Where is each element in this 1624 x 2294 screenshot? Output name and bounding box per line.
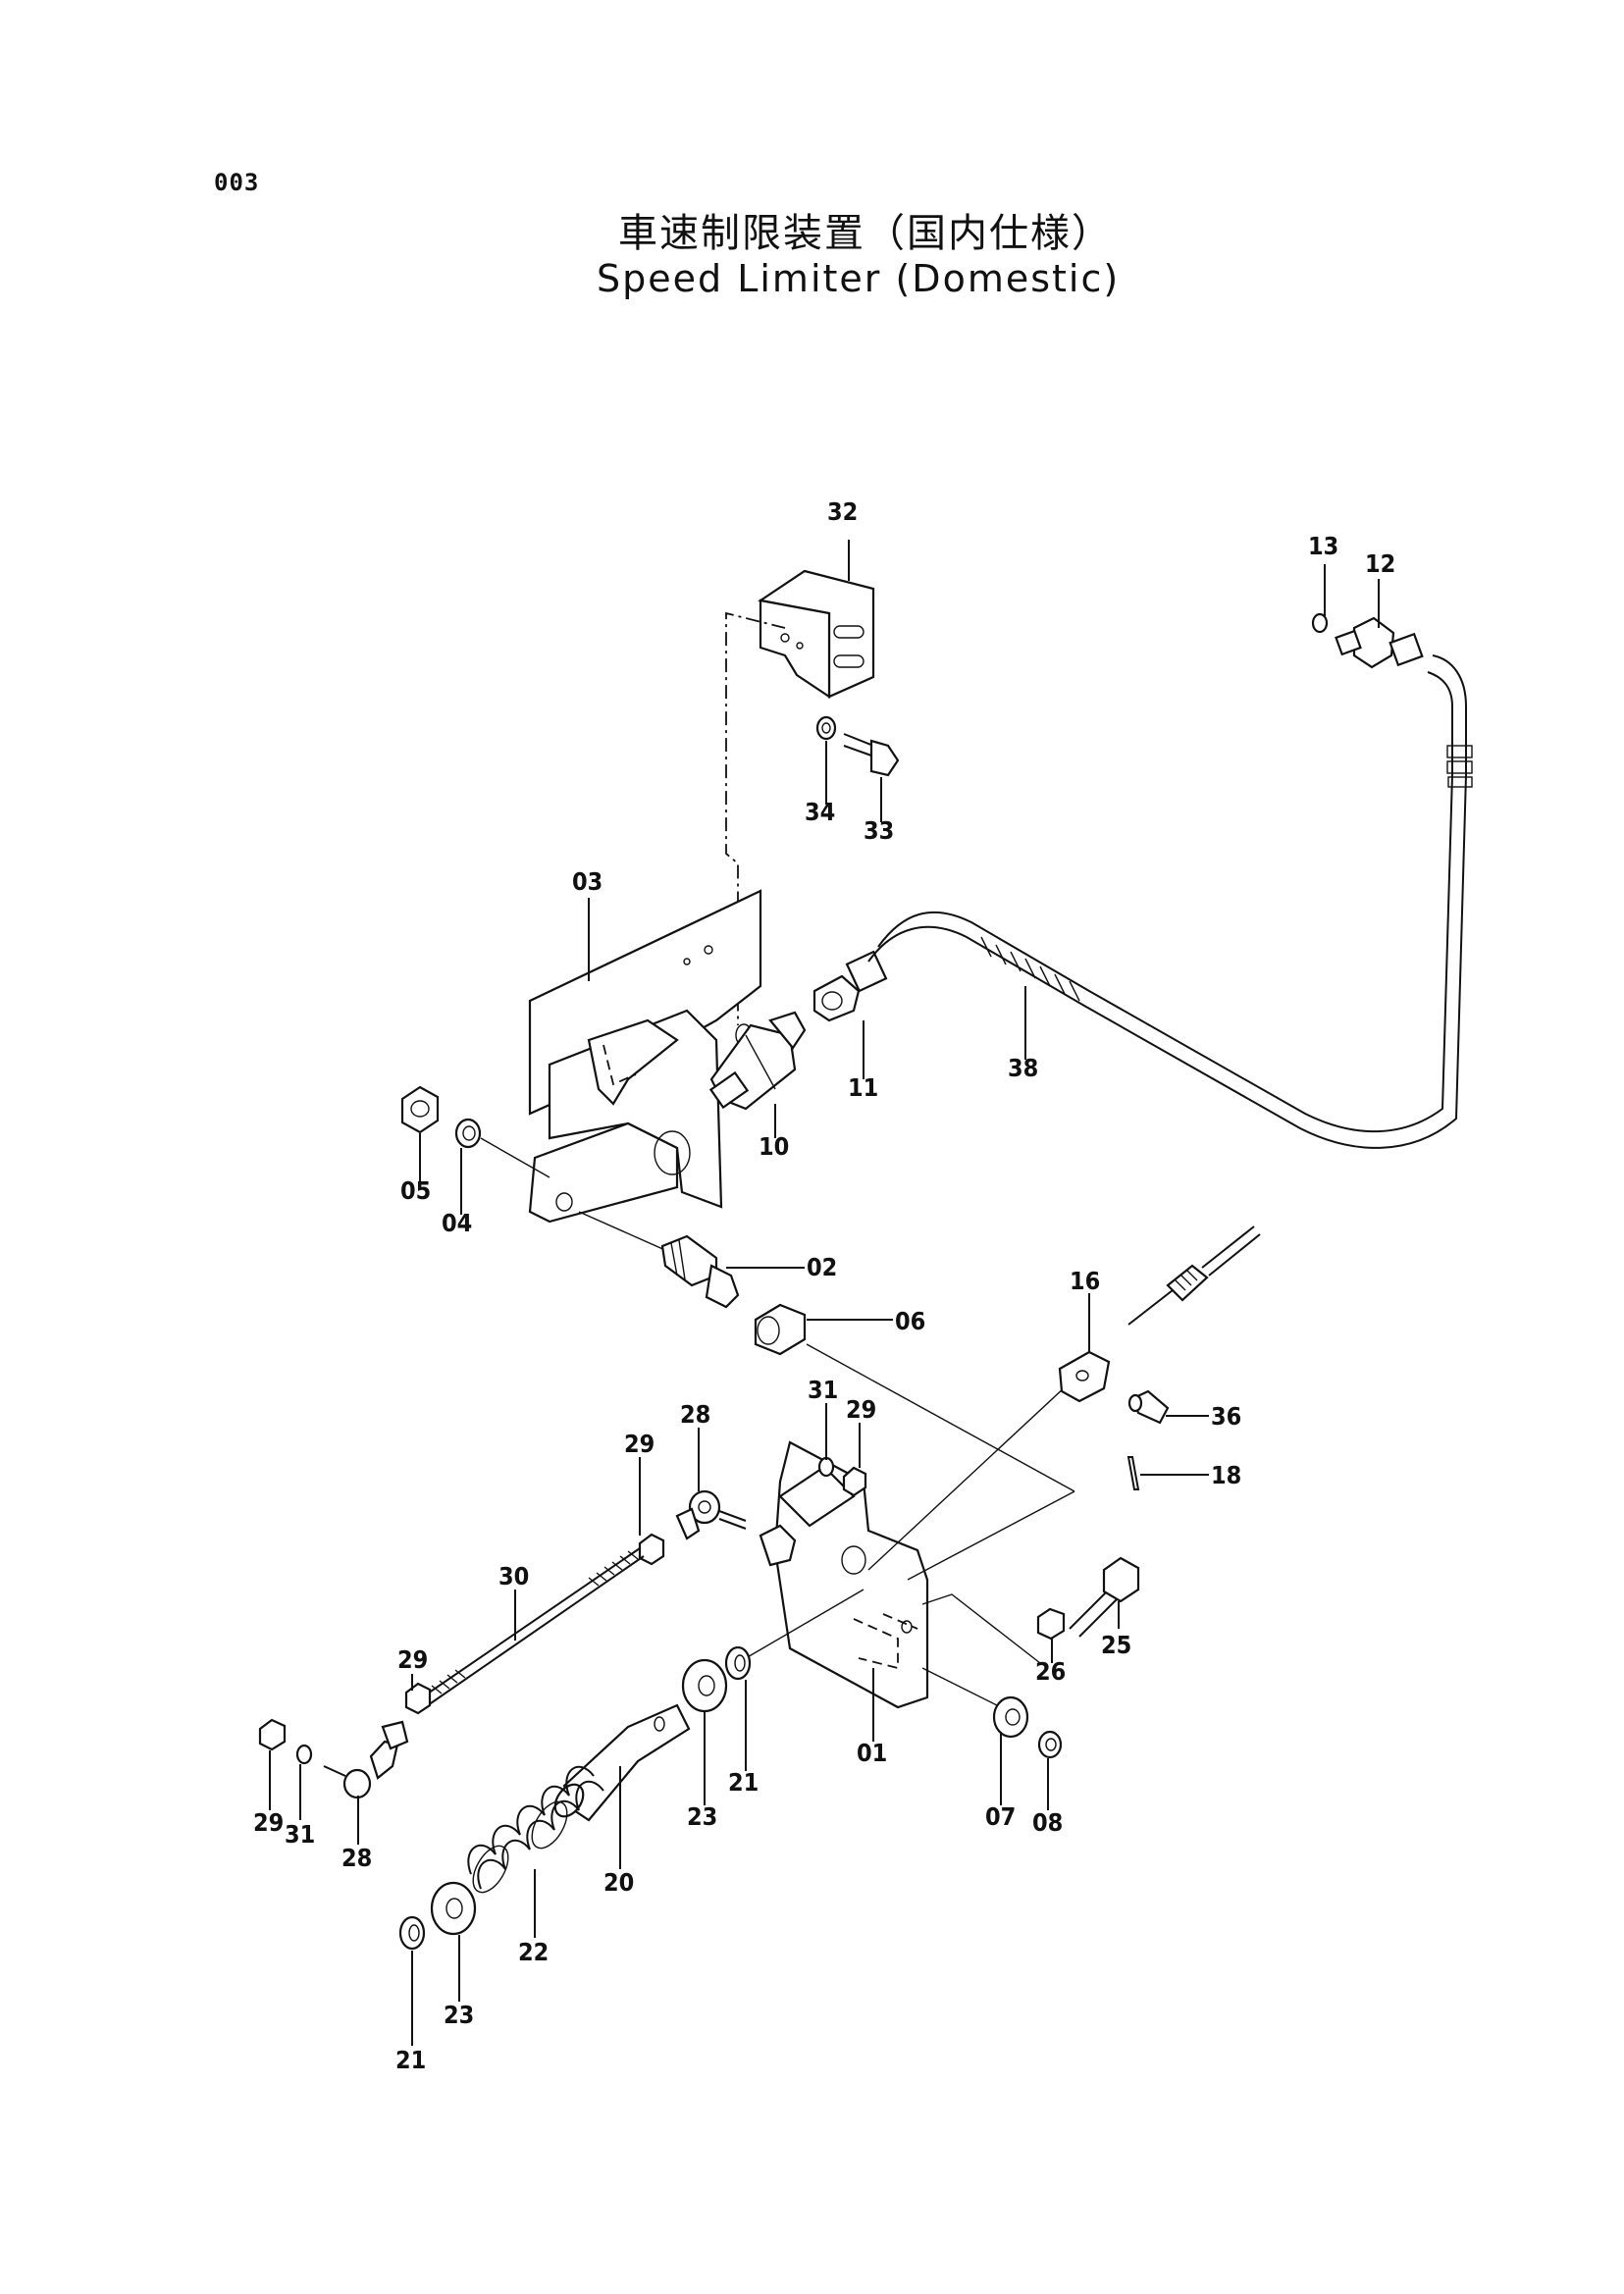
callout-38: 38 [1008,1054,1038,1082]
callout-32: 32 [827,497,858,526]
part-16-clevis [1058,1350,1111,1403]
part-29-nut-far-left [258,1718,287,1751]
part-03-mounting-plate [528,889,762,1224]
part-23-washer-upper [681,1658,728,1713]
axis-16 [867,1373,1080,1571]
callout-28-lower: 28 [341,1844,372,1872]
callout-25: 25 [1101,1631,1131,1659]
callout-05: 05 [400,1176,431,1205]
axis-04 [480,1137,550,1178]
callout-10: 10 [759,1132,789,1161]
part-34-washer [815,715,837,741]
part-28-ball-joint-lower [323,1720,409,1799]
part-18-cotter-pin [1126,1456,1140,1490]
callout-12: 12 [1365,549,1395,578]
part-29-nut-upper [842,1466,867,1497]
guide-line-32 [725,611,786,1025]
callout-16: 16 [1070,1267,1100,1295]
callout-28-upper: 28 [680,1400,710,1429]
callout-03: 03 [572,867,602,896]
part-10-switch [708,1011,807,1111]
callout-29-rod: 29 [624,1430,655,1458]
part-06-bushing [754,1303,807,1356]
part-33-bolt [843,733,900,777]
callout-18: 18 [1211,1461,1241,1489]
part-22-spring [467,1765,604,1894]
callout-29-far-left: 29 [253,1808,284,1837]
part-25-bolt [1069,1556,1140,1638]
callout-23-upper: 23 [687,1802,717,1831]
part-31-washer-upper [817,1456,835,1478]
part-13-o-ring [1311,612,1329,634]
part-38-cable [867,654,1473,1149]
callout-08: 08 [1032,1808,1063,1837]
title-japanese: 車速制限装置（国内仕様） [618,211,1113,256]
callout-01: 01 [857,1739,887,1767]
part-36-pin [1127,1389,1170,1425]
part-26-nut [1036,1607,1066,1641]
part-05-nut [400,1085,440,1134]
callout-31-upper: 31 [808,1376,838,1404]
part-07-washer [992,1695,1029,1739]
axis-06 [806,1343,1075,1492]
callout-04: 04 [442,1209,472,1237]
callout-33: 33 [864,816,894,845]
part-29-nut-lower-rod [404,1682,432,1715]
title-english: Speed Limiter (Domestic) [597,257,1121,300]
callout-29-upper: 29 [846,1395,876,1424]
callout-23-lower: 23 [444,2001,474,2029]
part-32-bracket [758,569,875,700]
callout-22: 22 [518,1938,549,1966]
page-number: 003 [214,169,260,196]
axis-25 [921,1593,1041,1664]
axis-21 [745,1589,864,1659]
part-12-union [1335,616,1424,669]
callout-31-lower: 31 [285,1820,315,1849]
axis-07 [921,1667,1012,1713]
part-08-washer [1037,1730,1063,1759]
part-01-lever [773,1440,929,1709]
part-30-rod [421,1547,645,1706]
callout-29-lower-rod: 29 [397,1645,428,1674]
part-21-snap-ring-lower [398,1915,426,1951]
callout-26: 26 [1035,1657,1066,1686]
callout-30: 30 [498,1562,529,1590]
part-23-washer-lower [430,1881,477,1936]
axis-02 [578,1211,668,1252]
callout-36: 36 [1211,1402,1241,1431]
callout-11: 11 [848,1073,878,1102]
part-02-stud [660,1234,740,1309]
part-11-fitting [812,950,888,1022]
callout-34: 34 [805,798,835,826]
axis-lever [907,1490,1075,1581]
callout-02: 02 [807,1253,837,1281]
part-21-snap-ring-upper [724,1645,752,1681]
part-31-washer-lower [295,1744,313,1765]
part-28-ball-joint-upper [675,1489,797,1567]
part-cable-end [1127,1225,1261,1326]
callout-21-lower: 21 [395,2046,426,2074]
callout-21-upper: 21 [728,1768,759,1797]
part-04-washer [454,1118,482,1149]
callout-07: 07 [985,1802,1016,1831]
callout-20: 20 [603,1868,634,1897]
part-29-nut-rod [638,1533,665,1566]
part-20-pin [553,1703,691,1822]
callout-13: 13 [1308,532,1338,560]
callout-06: 06 [895,1307,925,1335]
